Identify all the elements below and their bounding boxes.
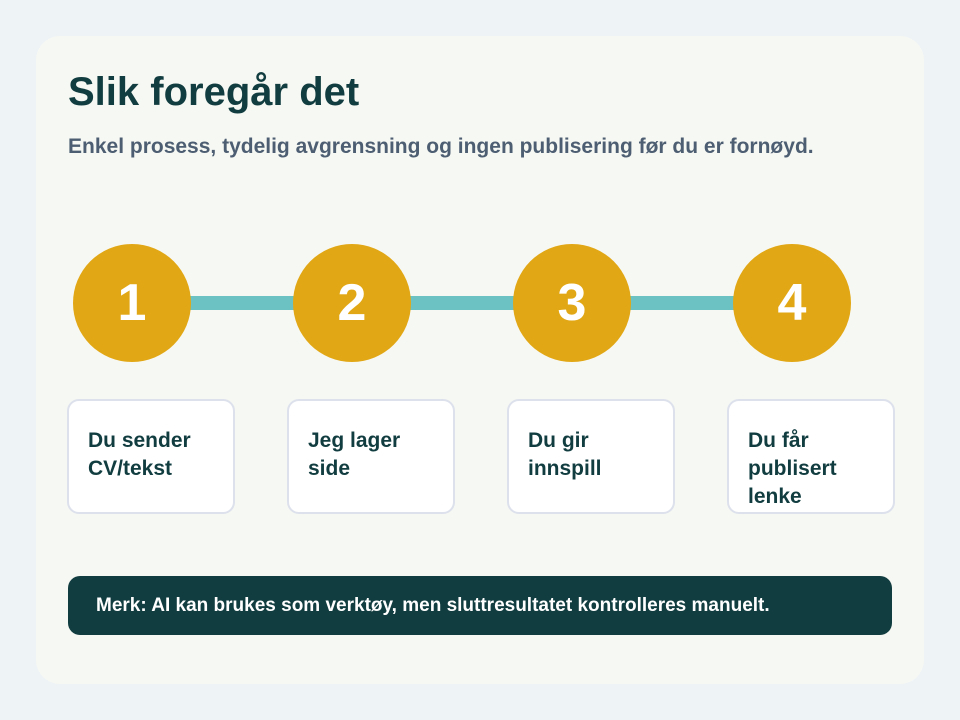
step-4-box: Du får publisert lenke (727, 399, 895, 514)
note-text: Merk: AI kan brukes som verktøy, men slu… (96, 594, 770, 616)
step-3-box: Du gir innspill (507, 399, 675, 514)
step-1-box: Du sender CV/tekst (67, 399, 235, 514)
step-3-circle: 3 (513, 244, 631, 362)
step-connector-line (132, 296, 788, 310)
page-subtitle: Enkel prosess, tydelig avgrensning og in… (68, 135, 814, 158)
note-banner: Merk: AI kan brukes som verktøy, men slu… (68, 576, 892, 635)
page-title: Slik foregår det (68, 70, 360, 114)
step-4-circle: 4 (733, 244, 851, 362)
step-2-box: Jeg lager side (287, 399, 455, 514)
step-2-circle: 2 (293, 244, 411, 362)
step-1-circle: 1 (73, 244, 191, 362)
